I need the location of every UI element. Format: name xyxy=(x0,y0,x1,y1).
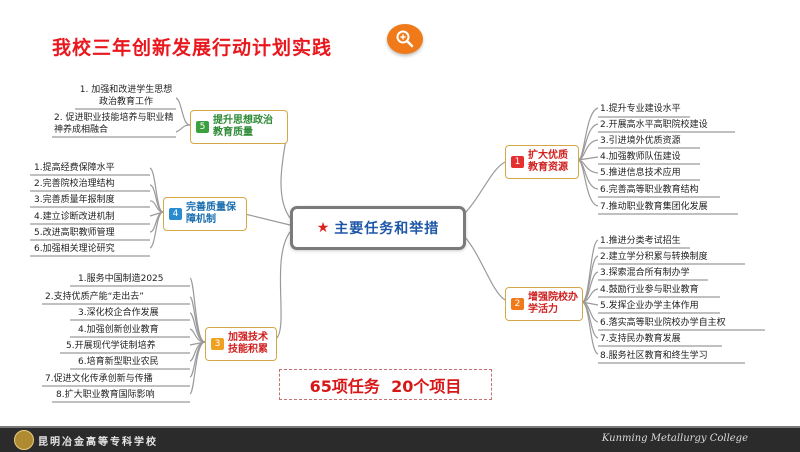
magnifier-icon xyxy=(396,30,414,48)
leaf-item: 5.开展现代学徒制培养 xyxy=(66,341,156,351)
summary-box: 65项任务 20个项目 xyxy=(279,369,492,400)
leaf-item: 7.推动职业教育集团化发展 xyxy=(600,202,708,212)
leaf-item: 5.改进高职教师管理 xyxy=(34,228,115,238)
branch-number-badge: 5 xyxy=(196,121,209,133)
leaf-item: 6.培育新型职业农民 xyxy=(78,357,159,367)
leaf-item: 1.推进分类考试招生 xyxy=(600,236,681,246)
leaf-item: 7.促进文化传承创新与传播 xyxy=(45,374,153,384)
branch-node-3[interactable]: 3 加强技术技能积累 xyxy=(205,327,277,361)
school-logo-icon xyxy=(14,430,34,450)
leaf-item: 6.落实高等职业院校办学自主权 xyxy=(600,318,726,328)
leaf-item: 5.推进信息技术应用 xyxy=(600,168,681,178)
leaf-item: 3.探索混合所有制办学 xyxy=(600,268,690,278)
leaf-item: 2.开展高水平高职院校建设 xyxy=(600,120,708,130)
leaf-item: 4.加强教师队伍建设 xyxy=(600,152,681,162)
leaf-item: 2.支持优质产能“走出去” xyxy=(45,292,144,302)
star-icon: ★ xyxy=(316,220,330,236)
branch-number-badge: 2 xyxy=(511,298,524,310)
branch-label: 增强院校办学活力 xyxy=(528,292,578,315)
leaf-item: 2.完善院校治理结构 xyxy=(34,179,115,189)
leaf-item: 8.扩大职业教育国际影响 xyxy=(56,390,155,400)
leaf-item: 4.加强创新创业教育 xyxy=(78,325,159,335)
branch-label: 扩大优质教育资源 xyxy=(528,150,568,173)
leaf-item: 5.发挥企业办学主体作用 xyxy=(600,301,699,311)
leaf-item: 8.服务社区教育和终生学习 xyxy=(600,351,708,361)
branch-node-4[interactable]: 4 完善质量保障机制 xyxy=(163,197,247,231)
leaf-item: 3.深化校企合作发展 xyxy=(78,308,159,318)
leaf-item: 7.支持民办教育发展 xyxy=(600,334,681,344)
branch-node-5[interactable]: 5 提升思想政治教育质量 xyxy=(190,110,288,144)
school-name-en: Kunming Metallurgy College xyxy=(601,433,748,444)
leaf-item: 6.完善高等职业教育结构 xyxy=(600,185,699,195)
branch-number-badge: 1 xyxy=(511,156,524,168)
branch-label: 提升思想政治教育质量 xyxy=(213,115,273,138)
leaf-item: 3.完善质量年报制度 xyxy=(34,195,115,205)
branch-node-2[interactable]: 2 增强院校办学活力 xyxy=(505,287,583,321)
leaf-item: 2. 促进职业技能培养与职业精神养成相融合 xyxy=(54,113,174,135)
branch-label: 完善质量保障机制 xyxy=(186,202,236,225)
leaf-item: 6.加强相关理论研究 xyxy=(34,244,115,254)
branch-node-1[interactable]: 1 扩大优质教育资源 xyxy=(505,145,579,179)
leaf-item: 4.鼓励行业参与职业教育 xyxy=(600,285,699,295)
leaf-item: 1.服务中国制造2025 xyxy=(78,274,164,284)
leaf-item: 1.提升专业建设水平 xyxy=(600,104,681,114)
page-title: 我校三年创新发展行动计划实践 xyxy=(52,37,333,59)
center-node[interactable]: ★ 主要任务和举措 xyxy=(290,206,466,250)
branch-number-badge: 3 xyxy=(211,338,224,350)
leaf-item: 4.建立诊断改进机制 xyxy=(34,212,115,222)
footer-bar: 昆明冶金高等专科学校 Kunming Metallurgy College xyxy=(0,426,800,452)
branch-label: 加强技术技能积累 xyxy=(228,332,268,355)
leaf-item: 1. 加强和改进学生思想政治教育工作 xyxy=(79,85,173,107)
school-name-cn: 昆明冶金高等专科学校 xyxy=(38,437,158,448)
zoom-button[interactable] xyxy=(387,24,423,54)
leaf-item: 1.提高经费保障水平 xyxy=(34,163,115,173)
leaf-item: 2.建立学分积累与转换制度 xyxy=(600,252,708,262)
branch-number-badge: 4 xyxy=(169,208,182,220)
center-label: 主要任务和举措 xyxy=(334,221,440,237)
leaf-item: 3.引进境外优质资源 xyxy=(600,136,681,146)
